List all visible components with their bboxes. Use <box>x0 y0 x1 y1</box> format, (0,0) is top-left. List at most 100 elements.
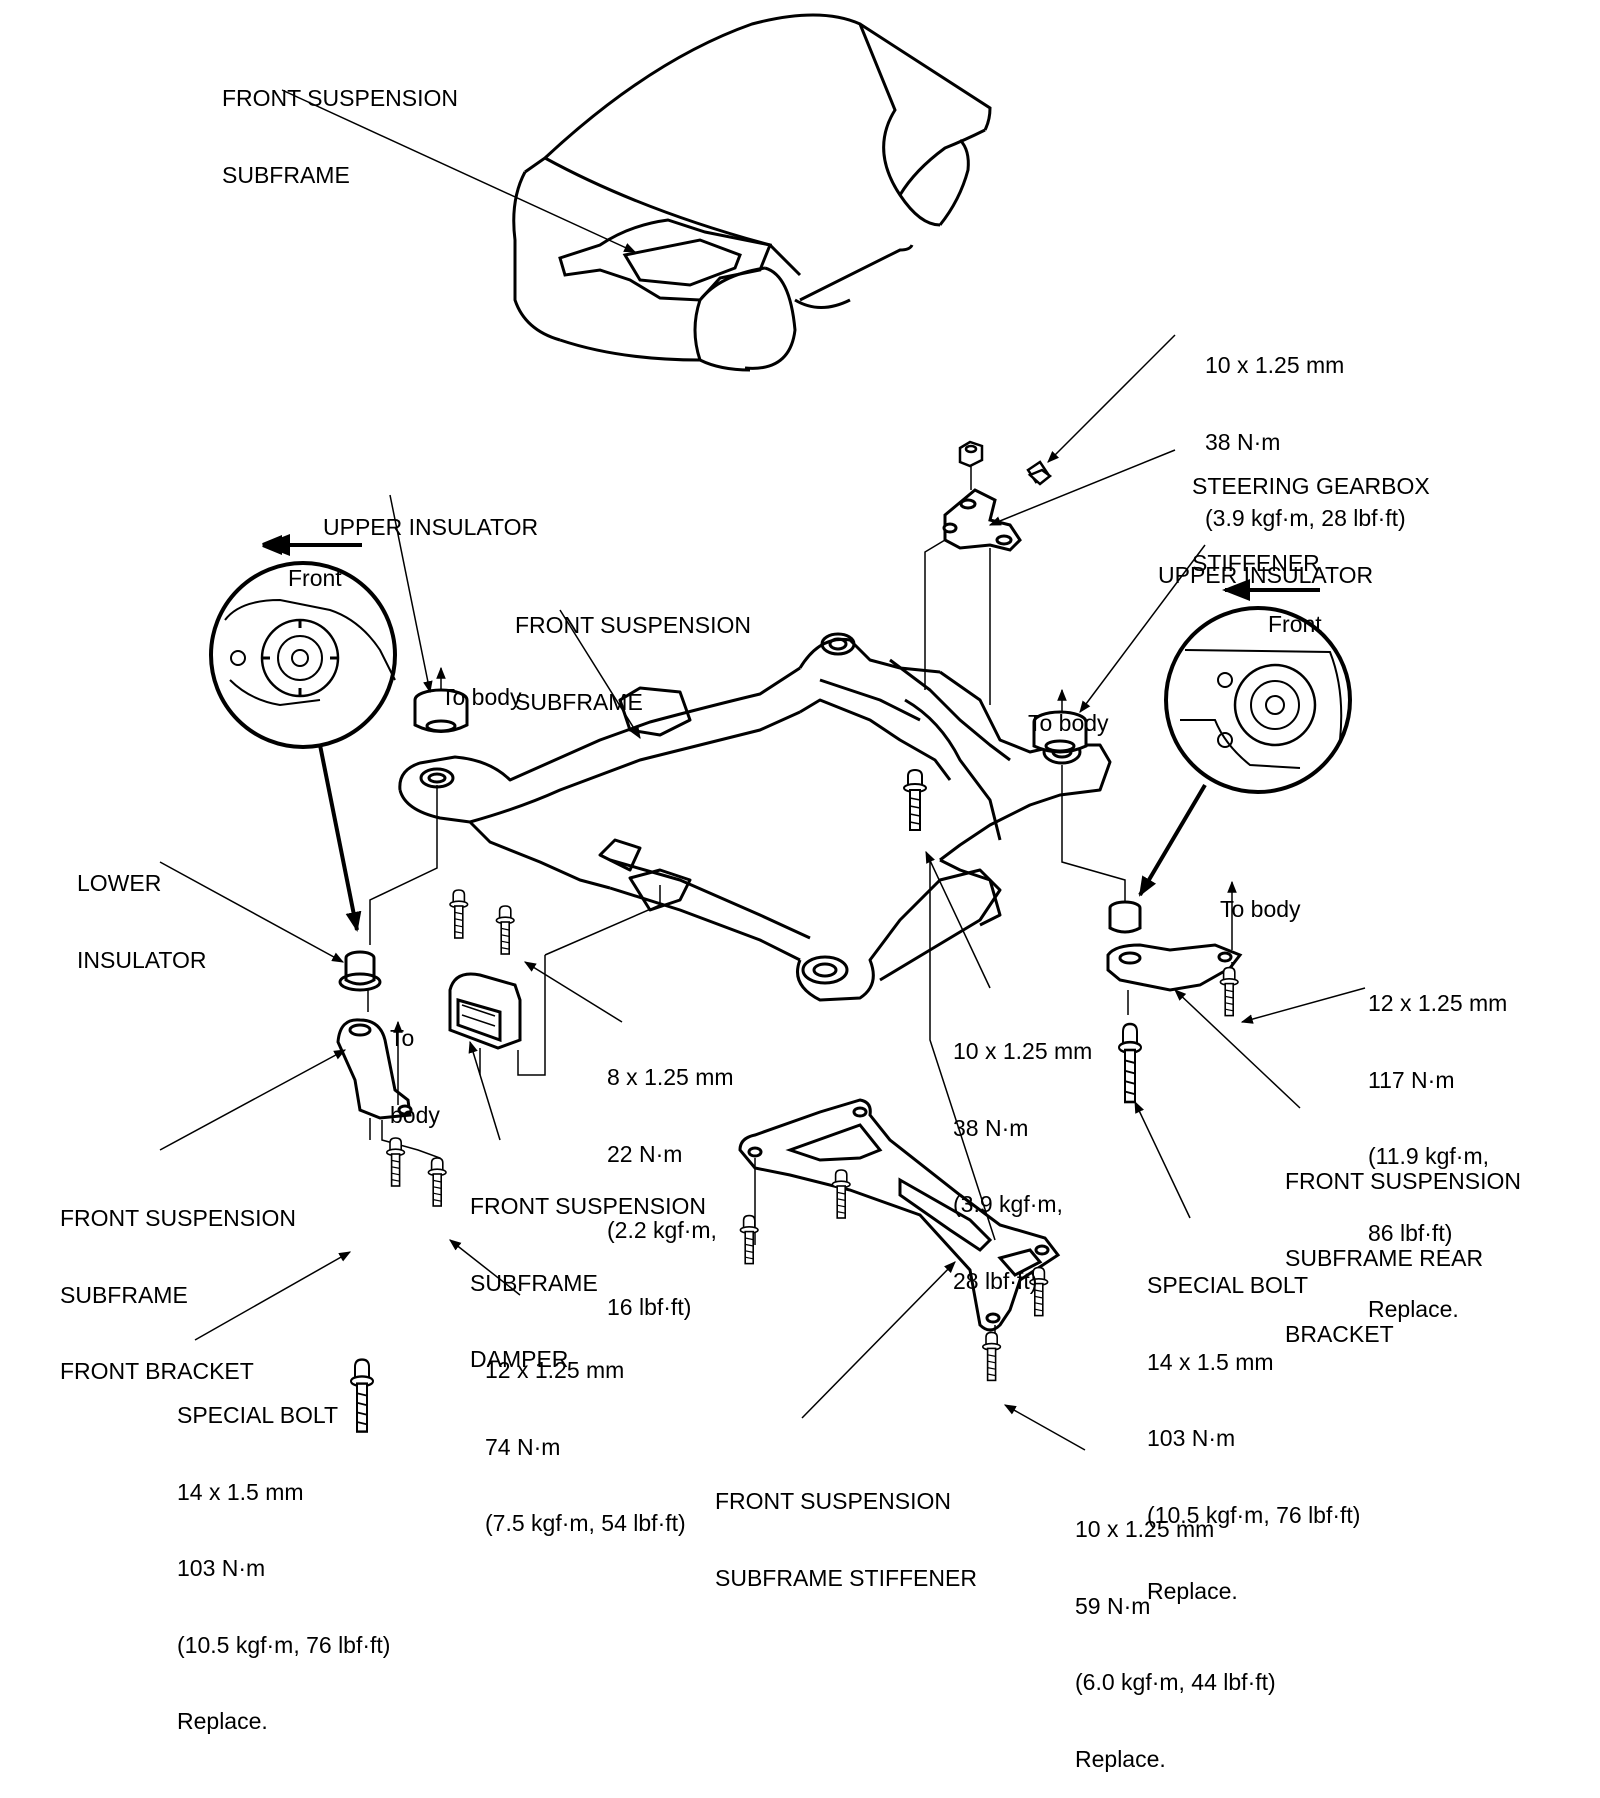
label-line: 8 x 1.25 mm <box>607 1064 734 1090</box>
rear-insulator-part <box>1108 900 1142 934</box>
label-line: 86 lbf·ft) <box>1368 1219 1453 1246</box>
label-line: DAMPER <box>470 1346 569 1372</box>
car-subframe-mini <box>558 218 773 302</box>
label-line: 28 lbf·ft) <box>953 1267 1038 1294</box>
label-line: FRONT BRACKET <box>60 1358 254 1384</box>
label-line: SUBFRAME STIFFENER <box>715 1564 977 1591</box>
label-line: FRONT SUSPENSION <box>1285 1168 1521 1194</box>
damper-guide <box>479 885 661 1076</box>
label-front-bracket: FRONT SUSPENSION SUBFRAME FRONT BRACKET <box>60 1155 296 1410</box>
label-line: BRACKET <box>1285 1321 1394 1347</box>
gearbox-nut <box>958 440 984 468</box>
label-line: Front <box>288 565 342 591</box>
subframe-exploded-diagram <box>159 13 1366 1451</box>
label-subframe-main: FRONT SUSPENSION SUBFRAME <box>515 562 751 741</box>
label-front-left: Front <box>288 515 342 617</box>
label-line: 12 x 1.25 mm <box>485 1357 625 1383</box>
label-line: (7.5 kgf·m, 54 lbf·ft) <box>485 1510 686 1536</box>
label-damper: FRONT SUSPENSION SUBFRAME DAMPER <box>470 1143 706 1398</box>
front-direction-arrow-left <box>262 534 362 556</box>
label-line: 10 x 1.25 mm <box>953 1038 1093 1064</box>
gearbox-bolt <box>1026 460 1053 486</box>
label-line: (3.9 kgf·m, 28 lbf·ft) <box>1205 505 1406 531</box>
upper-insulator-left-part <box>413 688 469 733</box>
label-line: Replace. <box>1075 1745 1166 1772</box>
front-bracket-bolt-b <box>427 1157 447 1207</box>
label-line: FRONT SUSPENSION <box>222 85 458 111</box>
subframe-stiffener-part <box>738 1098 1061 1332</box>
label-line: 38 N·m <box>1205 428 1281 455</box>
label-line: Front <box>1268 611 1322 637</box>
label-line: UPPER INSULATOR <box>1158 562 1374 588</box>
label-subframe-stiffener: FRONT SUSPENSION SUBFRAME STIFFENER <box>715 1438 977 1617</box>
label-special-bolt-left: SPECIAL BOLT 14 x 1.5 mm 103 N·m (10.5 k… <box>177 1352 390 1760</box>
label-bolt-gearbox: 10 x 1.25 mm 38 N·m (3.9 kgf·m, 28 lbf·f… <box>1205 302 1406 557</box>
label-line: SUBFRAME <box>470 1269 598 1296</box>
label-line: 117 N·m <box>1368 1066 1455 1093</box>
label-line: FRONT SUSPENSION <box>470 1193 706 1219</box>
label-line: SUBFRAME <box>222 161 350 188</box>
label-line: To body <box>441 684 522 710</box>
label-line: LOWER <box>77 870 162 896</box>
label-lower-insulator: LOWER INSULATOR <box>77 820 207 999</box>
label-to-body-right-top: To body <box>1028 660 1109 762</box>
label-line: FRONT SUSPENSION <box>715 1488 951 1514</box>
front-suspension-subframe <box>398 632 1112 1002</box>
upper-insulator-right-part <box>1032 710 1088 754</box>
label-steering-stiffener: STEERING GEARBOX STIFFENER <box>1192 423 1430 602</box>
label-line: STEERING GEARBOX <box>1192 473 1430 499</box>
detail-circle-rear-mount <box>1164 606 1352 794</box>
label-to-body-lower: To body <box>390 975 440 1154</box>
label-bolt-center: 10 x 1.25 mm 38 N·m (3.9 kgf·m, 28 lbf·f… <box>953 988 1092 1320</box>
label-line: To body <box>1028 710 1109 736</box>
label-line: 14 x 1.5 mm <box>177 1478 304 1505</box>
detail-pointer-left <box>318 744 362 932</box>
damper-bolt-a <box>449 889 469 939</box>
label-bolt-front-bracket: 12 x 1.25 mm 74 N·m (7.5 kgf·m, 54 lbf·f… <box>485 1307 686 1562</box>
label-line: FRONT SUSPENSION <box>60 1205 296 1231</box>
label-line: 10 x 1.25 mm <box>1205 352 1345 378</box>
label-rear-bracket: FRONT SUSPENSION SUBFRAME REAR BRACKET <box>1285 1118 1521 1373</box>
label-line: 59 N·m <box>1075 1592 1151 1619</box>
label-line: (6.0 kgf·m, 44 lbf·ft) <box>1075 1669 1276 1695</box>
label-line: 22 N·m <box>607 1140 683 1167</box>
label-line: (10.5 kgf·m, 76 lbf·ft) <box>177 1631 391 1658</box>
front-direction-arrow-right <box>1222 579 1320 601</box>
label-line: 103 N·m <box>177 1555 266 1581</box>
damper-bolt-b <box>495 905 515 955</box>
special-bolt-right-part <box>1117 1022 1143 1104</box>
label-bolt-rear-bracket: 12 x 1.25 mm 117 N·m (11.9 kgf·m, 86 lbf… <box>1368 940 1507 1348</box>
label-line: Replace. <box>177 1708 268 1734</box>
stiffener-bolt-b <box>831 1169 851 1219</box>
label-to-body-left: To body <box>441 634 522 736</box>
label-car-subframe: FRONT SUSPENSION SUBFRAME <box>222 35 458 214</box>
label-line: FRONT SUSPENSION <box>515 612 751 638</box>
stiffener-bolt-d <box>982 1331 1002 1382</box>
car-body-outline <box>512 13 992 372</box>
label-to-body-right: To body <box>1220 846 1301 948</box>
front-bracket-guide <box>367 785 441 1175</box>
label-line: 12 x 1.25 mm <box>1368 990 1508 1016</box>
label-special-bolt-right: SPECIAL BOLT 14 x 1.5 mm 103 N·m (10.5 k… <box>1147 1222 1360 1630</box>
gearbox-guide-line <box>924 466 991 705</box>
label-upper-insulator-right: UPPER INSULATOR <box>1158 512 1373 614</box>
label-line: (10.5 kgf·m, 76 lbf·ft) <box>1147 1501 1361 1528</box>
label-line: body <box>390 1101 440 1128</box>
label-line: SUBFRAME <box>60 1281 188 1308</box>
center-bolt <box>903 769 927 831</box>
front-bracket-part <box>336 1018 413 1120</box>
label-line: 74 N·m <box>485 1433 561 1460</box>
label-line: Replace. <box>1368 1296 1459 1322</box>
label-line: (2.2 kgf·m, <box>607 1217 717 1243</box>
detail-pointer-right <box>1138 783 1207 897</box>
label-line: 38 N·m <box>953 1114 1029 1141</box>
rear-bracket-bolt <box>1219 966 1239 1017</box>
label-line: STIFFENER <box>1192 549 1320 576</box>
label-line: 14 x 1.5 mm <box>1147 1348 1274 1375</box>
lower-insulator-part <box>338 950 382 992</box>
steering-gearbox-stiffener-part <box>942 488 1022 552</box>
label-line: SPECIAL BOLT <box>1147 1272 1309 1298</box>
label-bolt-damper: 8 x 1.25 mm 22 N·m (2.2 kgf·m, 16 lbf·ft… <box>607 1014 734 1346</box>
label-line: SUBFRAME REAR <box>1285 1244 1484 1271</box>
label-line: SPECIAL BOLT <box>177 1402 339 1428</box>
